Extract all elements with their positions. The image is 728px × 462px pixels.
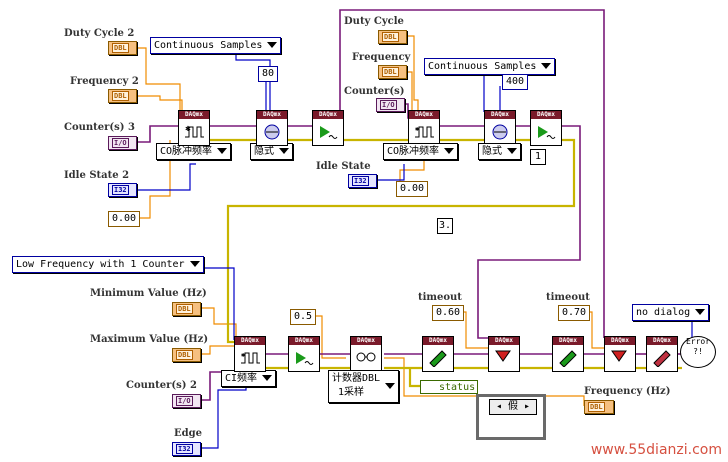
hourglass-icon [491, 347, 517, 369]
chevron-down-icon [385, 383, 396, 389]
label-frequency-out: Frequency (Hz) [584, 386, 671, 397]
control-idle-state-2[interactable]: I32 [108, 183, 137, 197]
case-selector[interactable]: ◂ 假 ▸ [489, 399, 537, 415]
label-timeout-2: timeout [546, 292, 590, 303]
daqmx-timing-1[interactable]: DAQmx [256, 110, 288, 146]
label-duty-cycle-2: Duty Cycle 2 [64, 28, 135, 39]
label-duty-cycle: Duty Cycle [344, 16, 404, 27]
daqmx-clear-task[interactable]: DAQmx [646, 336, 678, 372]
chevron-down-icon [217, 148, 228, 154]
daqmx-stop-task-1[interactable]: DAQmx [422, 336, 454, 372]
control-duty-cycle-2[interactable]: DBL [108, 41, 137, 55]
label-idle-state: Idle State [316, 161, 371, 172]
daqmx-start-task-3[interactable]: DAQmx [288, 336, 320, 372]
constant-idle-value-2[interactable]: 0.00 [396, 181, 429, 197]
pulse-channel-icon: ✱ [181, 121, 207, 143]
label-idle-state-2: Idle State 2 [64, 170, 130, 181]
error-handler-icon[interactable]: Error?! [680, 336, 716, 368]
label-frequency-2: Frequency 2 [70, 76, 139, 87]
control-counters[interactable]: I/O [376, 98, 405, 112]
chevron-down-icon [541, 63, 552, 69]
start-play-icon [533, 121, 559, 143]
start-play-icon [315, 121, 341, 143]
constant-timeout-2[interactable]: 0.70 [558, 305, 591, 321]
daqmx-start-task-1[interactable]: DAQmx [312, 110, 344, 146]
svg-text:✱: ✱ [185, 125, 191, 133]
ring-low-frequency-1-counter[interactable]: Low Frequency with 1 Counter [12, 256, 204, 273]
label-counters: Counter(s) [344, 86, 405, 97]
label-edge: Edge [174, 428, 202, 439]
svg-text:✱: ✱ [415, 125, 420, 133]
control-maximum-value[interactable]: DBL [172, 348, 201, 362]
chevron-down-icon [279, 148, 289, 154]
ring-co-pulse-freq-1[interactable]: CO脉冲频率 [156, 143, 232, 160]
eraser-clear-icon [649, 347, 675, 369]
constant-samples-1[interactable]: 80 [258, 66, 279, 82]
control-frequency-2[interactable]: DBL [108, 89, 137, 103]
case-structure[interactable]: ◂ 假 ▸ [476, 394, 546, 440]
chevron-down-icon [262, 375, 273, 381]
ring-ci-frequency[interactable]: CI频率 [221, 370, 277, 387]
svg-text:✱: ✱ [241, 351, 246, 359]
ring-continuous-samples-1[interactable]: Continuous Samples [150, 37, 282, 54]
label-counters-2: Counter(s) 2 [126, 380, 197, 391]
control-minimum-value[interactable]: DBL [172, 302, 201, 316]
control-counters-2[interactable]: I/O [172, 394, 201, 408]
control-duty-cycle[interactable]: DBL [378, 30, 407, 44]
control-edge[interactable]: I32 [172, 442, 201, 456]
pencil-stop-icon [425, 347, 451, 369]
daqmx-read[interactable]: DAQmx [350, 336, 382, 372]
constant-3[interactable]: 3. [437, 218, 453, 234]
refnum-wires [136, 9, 682, 401]
hourglass-icon [607, 347, 633, 369]
status-unbundle[interactable]: status [420, 380, 478, 394]
label-maximum-value: Maximum Value (Hz) [90, 334, 209, 345]
pulse-channel-icon: ✱ [237, 347, 263, 369]
control-counters-3[interactable]: I/O [108, 136, 137, 150]
chevron-down-icon [695, 309, 706, 315]
clock-timing-icon [487, 121, 513, 143]
glasses-read-icon [353, 347, 379, 369]
constant-samples-2[interactable]: 400 [502, 74, 529, 90]
label-timeout-1: timeout [418, 292, 462, 303]
ring-implicit-2[interactable]: 隐式 [478, 143, 521, 160]
chevron-down-icon [444, 148, 455, 154]
constant-1[interactable]: 1 [530, 149, 546, 165]
ring-continuous-samples-2[interactable]: Continuous Samples [424, 58, 556, 75]
daqmx-create-channel-co-1[interactable]: DAQmx✱ [178, 110, 210, 146]
control-frequency[interactable]: DBL [378, 65, 407, 79]
constant-idle-value-1[interactable]: 0.00 [108, 211, 141, 227]
chevron-down-icon [189, 261, 200, 267]
watermark: www.55dianzi.com [590, 442, 722, 458]
ring-co-pulse-freq-2[interactable]: CO脉冲频率 [383, 143, 459, 160]
daqmx-create-channel-co-2[interactable]: DAQmx✱ [408, 110, 440, 146]
label-frequency: Frequency [352, 52, 411, 63]
chevron-down-icon [507, 148, 517, 154]
constant-timeout-1[interactable]: 0.60 [432, 305, 465, 321]
indicator-frequency: DBL [584, 400, 614, 414]
control-idle-state[interactable]: I32 [348, 174, 377, 188]
chevron-down-icon [267, 42, 278, 48]
pencil-stop-icon [555, 347, 581, 369]
constant-rate[interactable]: 0.5 [290, 309, 317, 325]
daqmx-create-channel-ci[interactable]: DAQmx✱ [234, 336, 266, 372]
label-minimum-value: Minimum Value (Hz) [90, 288, 207, 299]
start-play-icon [291, 347, 317, 369]
daqmx-start-task-2[interactable]: DAQmx [530, 110, 562, 146]
pulse-channel-icon: ✱ [411, 121, 437, 143]
ring-no-dialog[interactable]: no dialog [632, 304, 710, 321]
daqmx-stop-task-2[interactable]: DAQmx [552, 336, 584, 372]
daqmx-wait-until-done-2[interactable]: DAQmx [604, 336, 636, 372]
clock-timing-icon [259, 121, 285, 143]
daqmx-wait-until-done-1[interactable]: DAQmx [488, 336, 520, 372]
label-counters-3: Counter(s) 3 [64, 122, 135, 133]
daqmx-timing-2[interactable]: DAQmx [484, 110, 516, 146]
